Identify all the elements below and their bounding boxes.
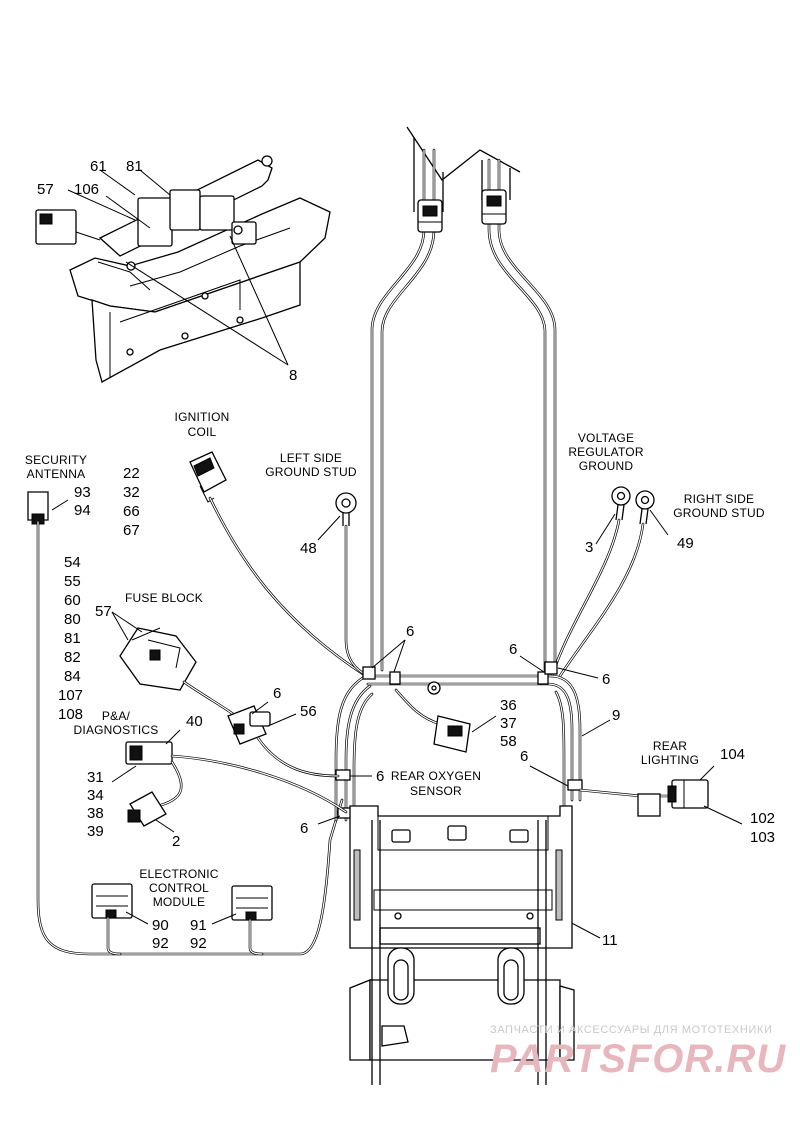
voltage-regulator-ground-terminal (611, 486, 631, 521)
right-ground-stud-terminal (635, 490, 655, 525)
callout-6-low-left: 6 (300, 820, 308, 837)
watermark-brand: PARTSFOR.RU (490, 1037, 786, 1081)
watermark: ЗАПЧАСТИ И АКСЕССУАРЫ ДЛЯ МОТОТЕХНИКИ PA… (490, 1024, 786, 1081)
label-rear-oxygen-sensor: REAR OXYGEN (391, 769, 481, 783)
label-electronic-control-module-3: MODULE (153, 895, 206, 909)
callout-8: 8 (289, 367, 297, 384)
callout-103: 103 (750, 829, 775, 846)
label-rear-oxygen-sensor-2: SENSOR (410, 784, 462, 798)
callout-91: 91 (190, 917, 207, 934)
label-pa-diagnostics: P&A/ (102, 709, 131, 723)
label-ignition-coil: IGNITION (175, 410, 230, 424)
label-right-ground-stud-2: GROUND STUD (673, 506, 765, 520)
callout-39: 39 (87, 823, 104, 840)
callout-40: 40 (186, 713, 203, 730)
label-left-ground-stud-2: GROUND STUD (265, 465, 357, 479)
label-voltage-regulator-3: GROUND (579, 459, 634, 473)
fuse-block (119, 627, 197, 691)
callout-81: 81 (126, 158, 143, 175)
callout-94: 94 (74, 502, 91, 519)
callout-102: 102 (750, 810, 775, 827)
callout-55: 55 (64, 573, 81, 590)
inline-connector-left (417, 199, 443, 233)
callout-58: 58 (500, 733, 517, 750)
callout-80: 80 (64, 611, 81, 628)
callout-38: 38 (87, 805, 104, 822)
callout-106: 106 (74, 181, 99, 198)
inline-connector-right (481, 189, 507, 225)
callout-90: 90 (152, 917, 169, 934)
callout-numbers: 61 81 57 106 8 22 32 66 67 93 94 48 3 49… (37, 158, 775, 952)
connector-2 (127, 791, 167, 827)
callout-6-top-left: 6 (406, 623, 414, 640)
ecm-connector-right (231, 885, 273, 921)
callout-108: 108 (58, 706, 83, 723)
callout-36: 36 (500, 697, 517, 714)
seat-frame-bracket (349, 805, 575, 1085)
callout-93: 93 (74, 484, 91, 501)
label-pa-diagnostics-2: DIAGNOSTICS (74, 723, 159, 737)
callout-56: 56 (300, 703, 317, 720)
callout-104: 104 (720, 746, 745, 763)
callout-61: 61 (90, 158, 107, 175)
label-voltage-regulator: VOLTAGE (578, 431, 634, 445)
callout-82: 82 (64, 649, 81, 666)
callout-66: 66 (123, 503, 140, 520)
label-rear-lighting-2: LIGHTING (641, 753, 699, 767)
callout-57: 57 (37, 181, 54, 198)
callout-92-left: 92 (152, 935, 169, 952)
callout-67: 67 (123, 522, 140, 539)
callout-6-top-right: 6 (509, 641, 517, 658)
callout-3: 3 (585, 539, 593, 556)
label-electronic-control-module-2: CONTROL (149, 881, 209, 895)
security-antenna-connector (27, 491, 49, 525)
label-voltage-regulator-2: REGULATOR (568, 445, 644, 459)
label-rear-lighting: REAR (653, 739, 687, 753)
callout-9: 9 (612, 707, 620, 724)
main-harness-bundle (370, 148, 557, 672)
connector-56 (227, 705, 271, 745)
callout-6-right: 6 (602, 671, 610, 688)
harness-tag (637, 793, 661, 817)
rear-oxygen-sensor-connector (433, 715, 471, 753)
label-right-ground-stud: RIGHT SIDE (684, 492, 754, 506)
ecm-connector-left (91, 883, 133, 919)
callout-48: 48 (300, 540, 317, 557)
label-security-antenna-2: ANTENNA (27, 467, 86, 481)
callout-2: 2 (172, 833, 180, 850)
electrical-tray-assembly (35, 155, 331, 383)
callout-6-mid-right: 6 (520, 748, 528, 765)
callout-54: 54 (64, 554, 81, 571)
callout-107: 107 (58, 687, 83, 704)
callout-6-mid-left: 6 (376, 768, 384, 785)
callout-84: 84 (64, 668, 81, 685)
callout-31: 31 (87, 769, 104, 786)
callout-57b: 57 (95, 603, 112, 620)
rear-lighting-connector (667, 779, 709, 809)
label-electronic-control-module: ELECTRONIC (139, 867, 218, 881)
tray-leaders (67, 169, 289, 366)
component-labels: IGNITION COIL SECURITY ANTENNA LEFT SIDE… (25, 410, 765, 909)
callout-11: 11 (602, 932, 618, 949)
callout-6-connector: 6 (273, 685, 281, 702)
pa-diagnostics-connector (125, 741, 173, 765)
callout-92-right: 92 (190, 935, 207, 952)
watermark-tagline: ЗАПЧАСТИ И АКСЕССУАРЫ ДЛЯ МОТОТЕХНИКИ (490, 1024, 772, 1036)
label-left-ground-stud: LEFT SIDE (280, 451, 342, 465)
callout-60: 60 (64, 592, 81, 609)
callout-49: 49 (677, 535, 694, 552)
frame-loop-harness (334, 661, 583, 822)
label-security-antenna: SECURITY (25, 453, 87, 467)
label-fuse-block: FUSE BLOCK (125, 591, 203, 605)
callout-34: 34 (87, 787, 104, 804)
ignition-coil-connector (189, 451, 227, 503)
callout-81b: 81 (64, 630, 81, 647)
left-ground-stud-terminal (335, 492, 357, 526)
callout-22: 22 (123, 465, 140, 482)
label-ignition-coil-2: COIL (188, 425, 217, 439)
callout-37: 37 (500, 715, 517, 732)
callout-32: 32 (123, 484, 140, 501)
